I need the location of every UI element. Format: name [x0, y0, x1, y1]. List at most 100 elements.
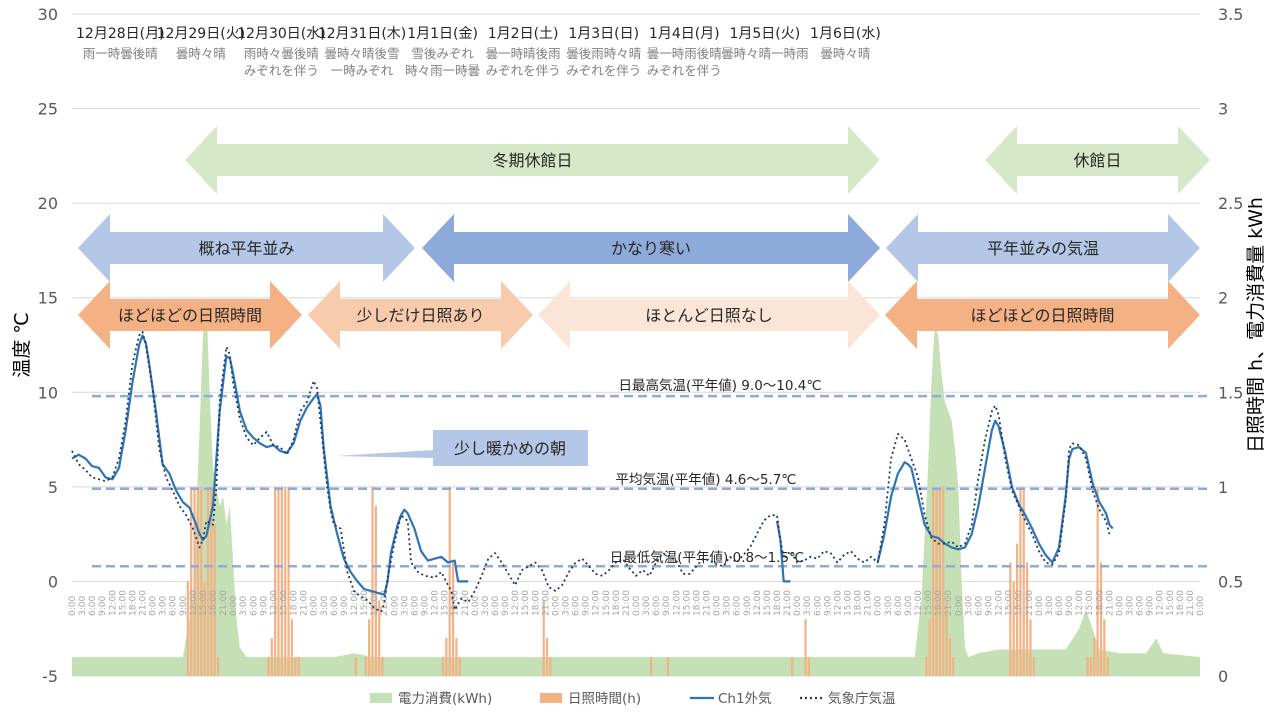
x-tick-label: 15:00 — [360, 590, 370, 616]
x-tick-label: 15:00 — [521, 590, 531, 616]
x-tick-label: 0:00 — [1035, 596, 1045, 616]
callout-shape — [336, 430, 588, 466]
x-tick-label: 3:00 — [803, 596, 813, 616]
x-tick-label: 15:00 — [602, 590, 612, 616]
sunshine-bar — [1096, 486, 1099, 676]
sunshine-bar — [290, 619, 294, 676]
legend-item: 日照時間(h) — [540, 691, 641, 707]
day-weather: 曇一時雨後晴 — [647, 46, 722, 61]
sunshine-bar — [1089, 657, 1093, 676]
x-tick-label: 12:00 — [1075, 590, 1085, 616]
x-tick-label: 15:00 — [844, 590, 854, 616]
annotation-arrows: 冬期休館日休館日概ね平年並みかなり寒い平年並みの気温ほどほどの日照時間少しだけ日… — [78, 126, 1210, 349]
x-tick-label: 21:00 — [864, 590, 874, 616]
x-tick-label: 15:00 — [441, 590, 451, 616]
x-tick-label: 9:00 — [743, 596, 753, 616]
legend-swatch — [370, 693, 392, 703]
x-tick-label: 18:00 — [451, 590, 461, 616]
sunshine-bar — [458, 657, 461, 676]
gridlines — [72, 13, 1200, 677]
x-tick-label: 6:00 — [572, 596, 582, 616]
sunshine-bar — [932, 486, 935, 676]
day-date: 1月4日(月) — [649, 26, 720, 42]
y-right-tick-label: 3.5 — [1218, 5, 1243, 24]
y-right-tick-label: 1.5 — [1218, 383, 1243, 402]
sunshine-bar — [1032, 657, 1035, 676]
y-left-tick-label: 25 — [38, 100, 58, 119]
sunshine-bar — [206, 486, 210, 676]
sunshine-arrow-shape — [885, 281, 1200, 349]
day-weather: 曇一時晴後雨 — [486, 46, 561, 61]
y-left-tick-label: 15 — [38, 289, 58, 308]
day-weather: みぞれを伴う — [566, 63, 641, 78]
x-tick-label: 0:00 — [229, 596, 239, 616]
x-tick-label: 12:00 — [1156, 590, 1166, 616]
x-tick-label: 0:00 — [310, 596, 320, 616]
sunshine-bar — [274, 486, 277, 676]
x-tick-label: 6:00 — [330, 596, 340, 616]
x-tick-label: 15:00 — [199, 590, 209, 616]
day-weather: 曇後雨時々晴 — [566, 46, 641, 61]
legend-item: Ch1外気 — [690, 691, 772, 707]
day-date: 1月3日(日) — [568, 26, 639, 42]
sunshine-arrow: ほどほどの日照時間 — [885, 281, 1200, 349]
sunshine-arrow: 少しだけ日照あり — [308, 281, 533, 349]
x-tick-label: 9:00 — [340, 596, 350, 616]
sunshine-bar — [650, 657, 653, 676]
sunshine-bar — [280, 486, 283, 676]
y-right-tick-label: 2 — [1218, 289, 1228, 308]
temperature-arrow: 平年並みの気温 — [886, 214, 1200, 282]
x-tick-label: 15:00 — [1005, 590, 1015, 616]
sunshine-arrow: ほどほどの日照時間 — [78, 281, 302, 349]
power-area-series — [72, 297, 1200, 676]
x-tick-label: 12:00 — [672, 590, 682, 616]
x-tick-label: 9:00 — [662, 596, 672, 616]
sunshine-bar — [354, 657, 357, 676]
closure-arrow-label: 冬期休館日 — [492, 151, 572, 170]
closure-arrow: 休館日 — [985, 126, 1210, 194]
x-tick-label: 3:00 — [78, 596, 88, 616]
x-tick-label: 3:00 — [1126, 596, 1136, 616]
x-tick-label: 18:00 — [1176, 590, 1186, 616]
closure-arrow-shape — [985, 126, 1210, 194]
x-tick-label: 21:00 — [703, 590, 713, 616]
temperature-arrow-shape — [886, 214, 1200, 282]
x-tick-label: 18:00 — [370, 590, 380, 616]
sunshine-bar — [374, 505, 377, 676]
sunshine-bar — [935, 486, 938, 676]
x-tick-label: 21:00 — [380, 590, 390, 616]
day-weather: みぞれを伴う — [244, 63, 319, 78]
sunshine-bar — [378, 600, 381, 676]
legend-label: 気象庁気温 — [828, 691, 896, 707]
x-tick-label: 12:00 — [189, 590, 199, 616]
sunshine-bar — [381, 657, 384, 676]
x-tick-label: 21:00 — [1105, 590, 1115, 616]
temperature-arrow: かなり寒い — [422, 214, 880, 282]
x-tick-label: 0:00 — [874, 596, 884, 616]
sunshine-bar — [1022, 486, 1025, 676]
x-tick-label: 3:00 — [723, 596, 733, 616]
x-tick-label: 21:00 — [219, 590, 229, 616]
x-tick-label: 9:00 — [985, 596, 995, 616]
callout: 少し暖かめの朝 — [336, 430, 588, 466]
y-left-tick-label: -5 — [42, 667, 58, 686]
x-tick-label: 12:00 — [995, 590, 1005, 616]
y-left-tick-label: 0 — [48, 572, 58, 591]
day-weather: みぞれを伴う — [647, 63, 722, 78]
x-tick-label: 0:00 — [149, 596, 159, 616]
x-tick-label: 9:00 — [98, 596, 108, 616]
sunshine-bar — [948, 638, 952, 676]
x-tick-label: 3:00 — [1045, 596, 1055, 616]
x-tick-label: 3:00 — [400, 596, 410, 616]
day-weather: みぞれを伴う — [486, 63, 561, 78]
x-tick-label: 9:00 — [1146, 596, 1156, 616]
x-tick-label: 3:00 — [320, 596, 330, 616]
sunshine-bar — [938, 486, 941, 676]
x-tick-label: 18:00 — [1095, 590, 1105, 616]
x-tick-label: 6:00 — [88, 596, 98, 616]
x-tick-label: 15:00 — [682, 590, 692, 616]
y-left-tick-label: 30 — [38, 5, 58, 24]
ch1-outdoor-line — [876, 419, 1114, 564]
sunshine-bar — [542, 600, 545, 676]
